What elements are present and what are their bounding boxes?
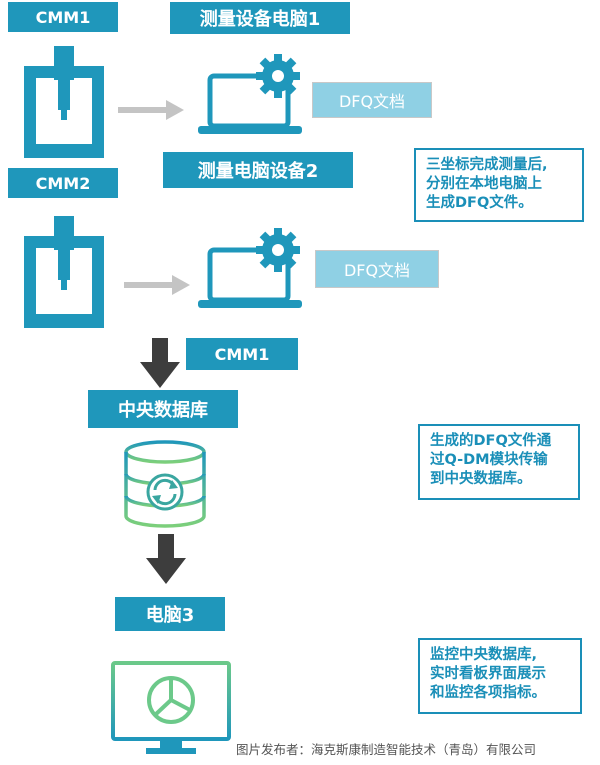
monitor-pie-chart-icon: [111, 661, 231, 754]
note-transfer: 生成的DFQ文件通 过Q-DM模块传输 到中央数据库。: [418, 424, 580, 500]
laptop-gear-icon: [198, 54, 302, 134]
note1-line3: 生成DFQ文件。: [426, 195, 533, 211]
laptop-gear-icon: [198, 228, 302, 308]
note3-line1: 监控中央数据库,: [430, 647, 538, 663]
dfq-document-1: DFQ文档: [312, 82, 432, 118]
pc1-label: 测量设备电脑1: [170, 2, 350, 34]
note3-line3: 和监控各项指标。: [430, 685, 546, 701]
down-arrow-icon: [146, 534, 186, 584]
cmm1-mid-label: CMM1: [186, 338, 298, 370]
note-measurement: 三坐标完成测量后, 分别在本地电脑上 生成DFQ文件。: [414, 148, 584, 222]
database-sync-icon: [124, 440, 206, 528]
note1-line1: 三坐标完成测量后,: [426, 157, 548, 173]
right-arrow-icon: [124, 275, 190, 295]
cmm-machine-icon: [24, 46, 104, 158]
pc2-label: 测量电脑设备2: [163, 152, 353, 188]
down-arrow-icon: [140, 338, 180, 388]
note3-line2: 实时看板界面展示: [430, 666, 546, 682]
image-caption: 图片发布者：海克斯康制造智能技术（青岛）有限公司: [236, 742, 537, 757]
note2-line1: 生成的DFQ文件通: [430, 433, 552, 449]
pc3-label: 电脑3: [115, 597, 225, 631]
central-database-label: 中央数据库: [88, 390, 238, 428]
cmm1-top-label: CMM1: [8, 2, 118, 32]
cmm2-label: CMM2: [8, 168, 118, 198]
cmm-machine-icon: [24, 216, 104, 328]
dfq-document-2: DFQ文档: [315, 250, 439, 288]
note2-line2: 过Q-DM模块传输: [430, 452, 548, 468]
note-monitoring: 监控中央数据库, 实时看板界面展示 和监控各项指标。: [418, 638, 582, 714]
note2-line3: 到中央数据库。: [430, 471, 532, 487]
right-arrow-icon: [118, 100, 184, 120]
note1-line2: 分别在本地电脑上: [426, 176, 542, 192]
